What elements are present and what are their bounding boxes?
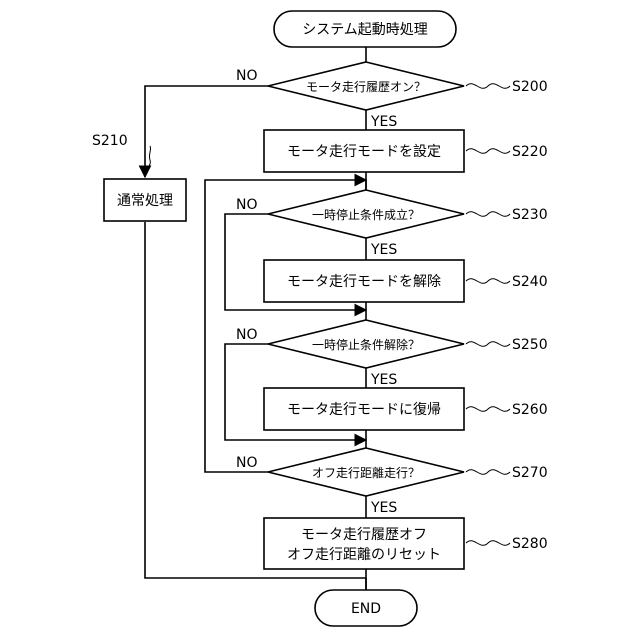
- step-id-s210: S210: [92, 133, 128, 149]
- step-id-s230: S230: [512, 207, 548, 223]
- process-s210-label: 通常処理: [117, 193, 173, 209]
- connectors: [145, 47, 366, 590]
- no-label-s250: NO: [236, 327, 258, 343]
- leader-s230: [466, 212, 510, 217]
- step-id-s270: S270: [512, 465, 548, 481]
- process-s240: モータ走行モードを解除: [264, 260, 464, 302]
- yes-label-s270: YES: [370, 500, 397, 516]
- connector-s200-no-s210: [145, 86, 268, 177]
- leader-s240: [466, 279, 510, 284]
- decision-s200: モータ走行履歴オン？: [268, 62, 464, 110]
- process-s280: モータ走行履歴オフ オフ走行距離のリセット: [264, 518, 464, 569]
- start-terminal: システム起動時処理: [274, 11, 456, 47]
- leader-s200: [466, 84, 510, 89]
- process-s220-label: モータ走行モードを設定: [287, 144, 441, 160]
- end-label: END: [351, 601, 381, 617]
- decision-s270: オフ走行距離走行？: [268, 448, 464, 496]
- process-s260: モータ走行モードに復帰: [264, 388, 464, 430]
- step-id-s200: S200: [512, 79, 548, 95]
- decision-s200-label: モータ走行履歴オン？: [306, 80, 426, 94]
- no-label-s200: NO: [236, 68, 258, 84]
- leader-s260: [466, 407, 510, 412]
- leader-s250: [466, 342, 510, 347]
- leader-s210: [145, 146, 151, 177]
- decision-s250-label: 一時停止条件解除？: [312, 337, 420, 352]
- process-s280-label-line2: オフ走行距離のリセット: [287, 546, 441, 563]
- step-id-s260: S260: [512, 402, 548, 418]
- decision-s230-label: 一時停止条件成立？: [312, 207, 420, 222]
- no-label-s270: NO: [236, 455, 258, 471]
- step-id-s220: S220: [512, 144, 548, 160]
- process-s220: モータ走行モードを設定: [264, 130, 464, 172]
- leader-s280: [466, 541, 510, 546]
- decision-s270-label: オフ走行距離走行？: [312, 466, 420, 480]
- end-terminal: END: [315, 590, 417, 626]
- yes-label-s230: YES: [370, 242, 397, 258]
- decision-s250: 一時停止条件解除？: [268, 320, 464, 368]
- process-s240-label: モータ走行モードを解除: [287, 274, 441, 290]
- no-label-s230: NO: [236, 197, 258, 213]
- start-label: システム起動時処理: [302, 22, 428, 38]
- decision-s230: 一時停止条件成立？: [268, 190, 464, 238]
- step-id-s240: S240: [512, 274, 548, 290]
- yes-label-s200: YES: [370, 114, 397, 130]
- leader-s270: [466, 470, 510, 475]
- step-id-s250: S250: [512, 337, 548, 353]
- yes-label-s250: YES: [370, 372, 397, 388]
- process-s280-label-line1: モータ走行履歴オフ: [301, 527, 427, 543]
- process-s260-label: モータ走行モードに復帰: [287, 401, 441, 418]
- step-id-s280: S280: [512, 536, 548, 552]
- process-s210: 通常処理: [104, 179, 186, 221]
- leader-s220: [466, 149, 510, 154]
